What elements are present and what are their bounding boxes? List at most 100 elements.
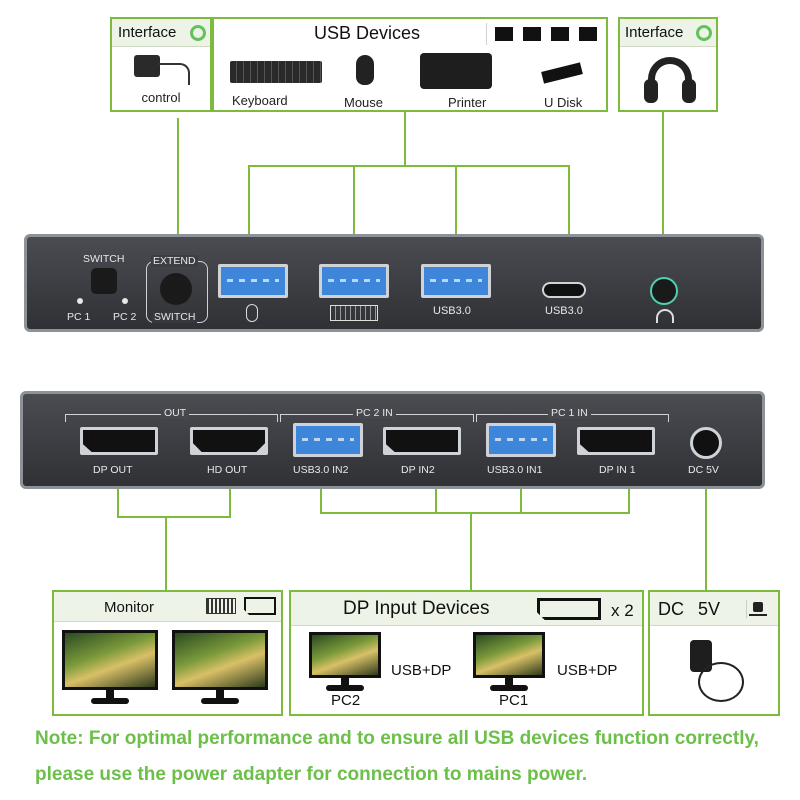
switch-label: SWITCH	[83, 253, 125, 265]
keyboard-port-icon	[330, 305, 378, 321]
line-usb-1	[248, 165, 250, 237]
headphone-cup-icon	[644, 79, 658, 103]
mouse-icon	[356, 55, 374, 85]
dp-in1-port[interactable]	[577, 427, 655, 455]
dc-title: DC	[658, 599, 684, 619]
line-out-1	[117, 488, 119, 518]
usb-plug-icons	[486, 23, 605, 45]
line-in-3	[520, 488, 522, 514]
usb-devices-box: USB Devices Keyboard Mouse Printer U Dis…	[212, 17, 608, 112]
usb-port-usb3[interactable]	[421, 264, 491, 298]
monitor-neck	[341, 678, 349, 686]
mouse-port-icon	[246, 304, 258, 322]
note-line-2: please use the power adapter for connect…	[35, 764, 588, 785]
interface-left-box: Interface control	[110, 17, 212, 112]
line-control	[177, 118, 179, 236]
interface-right-title: Interface	[625, 24, 684, 41]
monitor-neck	[106, 690, 114, 698]
switch-button[interactable]	[91, 268, 117, 294]
monitor-neck	[216, 690, 224, 698]
usb-plug-icon	[551, 27, 569, 41]
hd-out-label: HD OUT	[207, 464, 248, 476]
power-cable-image	[698, 662, 744, 702]
pc1-label: PC 1	[67, 311, 91, 323]
dp-in2-label: DP IN2	[401, 464, 435, 476]
line-dp-input	[470, 512, 472, 590]
monitor-neck	[505, 678, 513, 686]
monitor-stand	[326, 685, 364, 691]
pc2-label: PC 2	[113, 311, 137, 323]
line-monitor	[165, 516, 167, 590]
dp-in2-port[interactable]	[383, 427, 461, 455]
pc2-in-label: PC 2 IN	[353, 407, 396, 419]
displayport-icon	[244, 597, 276, 615]
usb-in1-label: USB3.0 IN1	[487, 464, 543, 476]
monitor-stand	[201, 698, 239, 704]
interface-left-label: control	[141, 90, 181, 105]
line-audio	[662, 110, 664, 236]
headphone-cup-icon	[682, 79, 696, 103]
usb-device-label: Mouse	[344, 95, 384, 110]
line-usb-bar	[248, 165, 570, 167]
usb-port-mouse[interactable]	[218, 264, 288, 298]
dp-input-title: DP Input Devices	[343, 598, 490, 619]
headphone-port-icon	[656, 309, 674, 323]
usb-c-port[interactable]	[542, 282, 586, 298]
usb-in2-port[interactable]	[293, 423, 363, 457]
dc-jack[interactable]	[690, 427, 722, 459]
pc1-label: PC1	[499, 692, 529, 709]
line-usb-main	[404, 110, 406, 166]
line-usb-2	[353, 165, 355, 237]
usb-plug-icon	[523, 27, 541, 41]
pc2-monitor-image	[309, 632, 381, 678]
usb-dp-label: USB+DP	[391, 662, 452, 679]
interface-indicator-icon	[696, 25, 712, 41]
pc2-label: PC2	[331, 692, 361, 709]
usb-in2-label: USB3.0 IN2	[293, 464, 349, 476]
usb-in1-port[interactable]	[486, 423, 556, 457]
printer-icon	[420, 53, 492, 89]
pc1-in-label: PC 1 IN	[548, 407, 591, 419]
usb-port-keyboard[interactable]	[319, 264, 389, 298]
pc1-led	[77, 298, 83, 304]
usbc-label: USB3.0	[545, 305, 583, 317]
dp-input-count: x 2	[611, 601, 634, 620]
extend-switch-button[interactable]	[160, 273, 192, 305]
device-front-panel: SWITCH PC 1 PC 2 EXTEND SWITCH USB3.0 US…	[24, 234, 764, 332]
line-in-1	[320, 488, 322, 514]
monitor-image	[62, 630, 158, 690]
interface-indicator-icon	[190, 25, 206, 41]
monitor-stand	[91, 698, 129, 704]
line-usb-3	[455, 165, 457, 237]
line-dc	[705, 488, 707, 590]
line-out-bar	[117, 516, 231, 518]
interface-left-title: Interface	[118, 24, 177, 41]
dp-out-label: DP OUT	[93, 464, 133, 476]
dc-voltage: 5V	[698, 599, 721, 619]
dp-in1-label: DP IN 1	[599, 464, 636, 476]
line-in-bar	[320, 512, 630, 514]
monitor-box: Monitor	[52, 590, 283, 716]
control-cable-icon	[158, 63, 190, 85]
usb-plug-icon	[495, 27, 513, 41]
usb-dp-label: USB+DP	[557, 662, 618, 679]
usb-plug-icon	[579, 27, 597, 41]
note-line-1: Note: For optimal performance and to ens…	[35, 728, 759, 749]
hd-out-port[interactable]	[190, 427, 268, 455]
displayport-icon	[537, 598, 601, 620]
dp-out-port[interactable]	[80, 427, 158, 455]
device-rear-panel: OUT PC 2 IN PC 1 IN DP OUT HD OUT USB3.0…	[20, 391, 765, 489]
usb-device-label: Printer	[448, 95, 487, 110]
usb3-label: USB3.0	[433, 305, 471, 317]
usb-devices-title: USB Devices	[314, 23, 421, 43]
u-disk-icon	[541, 62, 583, 84]
dc-box: DC 5V	[648, 590, 780, 716]
dc-label: DC 5V	[688, 464, 719, 476]
monitor-title: Monitor	[104, 599, 155, 616]
out-label: OUT	[161, 407, 190, 419]
audio-jack[interactable]	[650, 277, 678, 305]
monitor-stand	[490, 685, 528, 691]
line-usb-4	[568, 165, 570, 237]
usb-device-label: Keyboard	[232, 93, 288, 108]
dp-input-box: DP Input Devices x 2 USB+DP PC2 USB+DP P…	[289, 590, 644, 716]
